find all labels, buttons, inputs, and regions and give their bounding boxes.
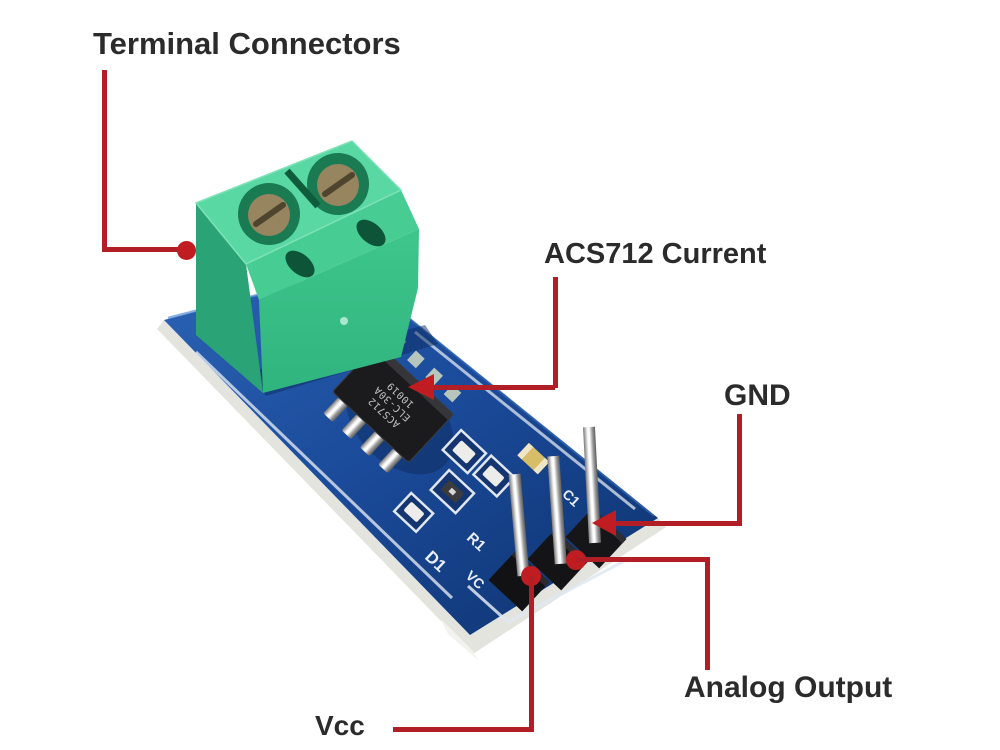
wire-entry-right — [356, 219, 386, 247]
leader-terminal-dot — [177, 241, 196, 260]
terminal-divider-slot — [284, 168, 321, 209]
header-pin-vcc — [508, 473, 530, 577]
screw-terminal-left — [238, 183, 300, 245]
label-acs712-current: ACS712 Current — [544, 238, 767, 270]
terminal-front-face — [259, 229, 419, 393]
screw-terminal-right — [307, 153, 369, 215]
silkscreen-border-bottom — [194, 350, 454, 600]
leader-gnd-arrowhead — [592, 510, 616, 536]
label-gnd: GND — [724, 379, 791, 412]
terminal-front-band — [246, 190, 419, 300]
label-terminal-connectors: Terminal Connectors — [93, 26, 401, 61]
chip-pin — [324, 397, 347, 422]
smd-component-white-2 — [471, 453, 517, 499]
smd-capacitor-yellow — [517, 442, 550, 475]
leader-vcc-vertical — [529, 576, 534, 732]
chip-pin — [378, 449, 402, 473]
pcb-substrate-edge — [157, 320, 666, 654]
leader-analog-horizontal — [576, 557, 710, 562]
leader-analog-vertical — [705, 557, 710, 670]
terminal-mold-dot — [340, 317, 348, 325]
chip-pin — [360, 432, 384, 456]
leader-chip-vertical — [553, 277, 558, 388]
leader-gnd-vertical — [737, 414, 742, 524]
silkscreen-pin-outline — [466, 556, 631, 624]
smd-component-white-1 — [440, 428, 488, 475]
header-pin-analog — [547, 455, 567, 565]
label-vcc: Vcc — [315, 710, 365, 741]
wire-entry-left — [285, 250, 315, 278]
leader-chip-arrowhead — [408, 374, 434, 400]
terminal-block — [194, 140, 419, 393]
leader-terminal-horizontal — [102, 247, 182, 252]
smd-component-white-3 — [392, 491, 435, 534]
chip-pin — [342, 415, 366, 439]
silkscreen-border-top — [414, 330, 636, 511]
leader-chip-horizontal — [432, 385, 555, 390]
label-analog-output: Analog Output — [684, 671, 893, 704]
pcb-substrate-shine — [440, 618, 478, 660]
leader-terminal-vertical — [102, 70, 107, 252]
chip-pad — [407, 350, 425, 369]
terminal-side-face — [196, 203, 263, 393]
smd-component-dark — [428, 468, 476, 515]
leader-vcc-horizontal — [393, 727, 532, 732]
leader-gnd-horizontal — [613, 521, 742, 526]
